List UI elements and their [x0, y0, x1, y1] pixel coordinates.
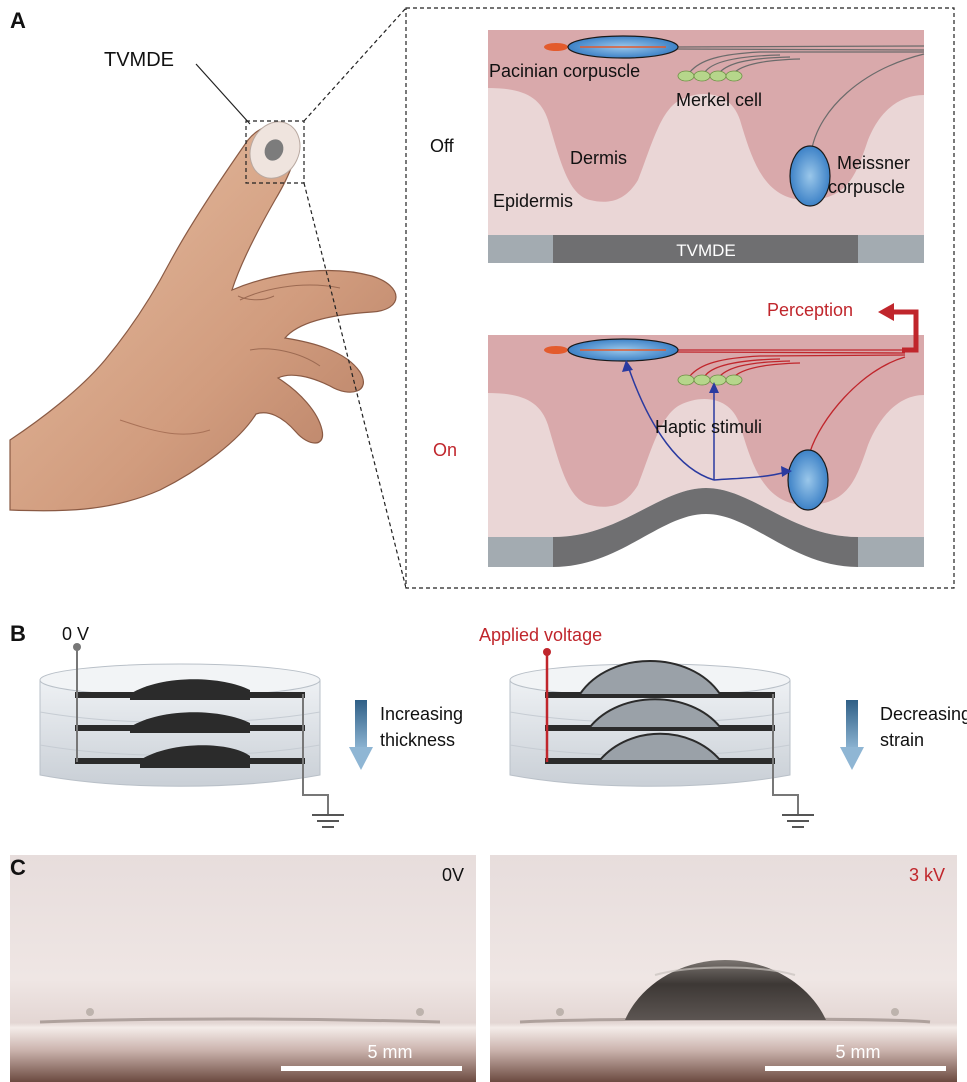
zoom-line-top	[304, 8, 406, 121]
left-voltage-label: 0 V	[62, 624, 89, 644]
photo-0v-scale-label: 5 mm	[368, 1042, 413, 1062]
merkel-label: Merkel cell	[676, 90, 762, 110]
photo-3kv-scale-bar	[765, 1066, 946, 1071]
tvmde-label: TVMDE	[104, 49, 174, 71]
right-arrow-label-line1: Decreasing	[880, 704, 967, 724]
tvmde-leader-line	[196, 64, 250, 124]
stack-applied-voltage	[510, 661, 790, 786]
photo-3kv-voltage: 3 kV	[909, 865, 945, 885]
perception-label: Perception	[767, 300, 853, 320]
down-arrow-icon	[840, 700, 864, 770]
on-label: On	[433, 440, 457, 460]
off-meissner-corpuscle	[790, 146, 830, 206]
meissner-label-line1: Meissner	[837, 153, 910, 173]
left-arrow-label-line1: Increasing	[380, 704, 463, 724]
dermis-label: Dermis	[570, 148, 627, 168]
on-skin-diagram	[488, 335, 924, 567]
ground-icon	[782, 815, 814, 827]
epidermis-label: Epidermis	[493, 191, 573, 211]
haptic-label: Haptic stimuli	[655, 417, 762, 437]
pacinian-label: Pacinian corpuscle	[489, 61, 640, 81]
on-meissner-corpuscle	[788, 450, 828, 510]
left-voltage-terminal	[73, 643, 81, 651]
ground-icon	[312, 815, 344, 827]
left-arrow-label-line2: thickness	[380, 730, 455, 750]
meissner-label-line2: corpuscle	[828, 177, 905, 197]
photo-0v-scale-bar	[281, 1066, 462, 1071]
right-arrow-label-line2: strain	[880, 730, 924, 750]
off-device-bar-label: TVMDE	[676, 241, 736, 260]
off-label: Off	[430, 136, 455, 156]
hand-illustration	[10, 124, 396, 510]
panel-b-label: B	[10, 621, 26, 646]
photo-3kv	[490, 855, 957, 1082]
right-voltage-terminal	[543, 648, 551, 656]
right-voltage-label: Applied voltage	[479, 625, 602, 645]
stack-0v	[40, 664, 320, 786]
photo-0v-voltage: 0V	[442, 865, 464, 885]
panel-c-label: C	[10, 855, 26, 880]
photo-3kv-scale-label: 5 mm	[836, 1042, 881, 1062]
down-arrow-icon	[349, 700, 373, 770]
panel-a-label: A	[10, 8, 26, 33]
